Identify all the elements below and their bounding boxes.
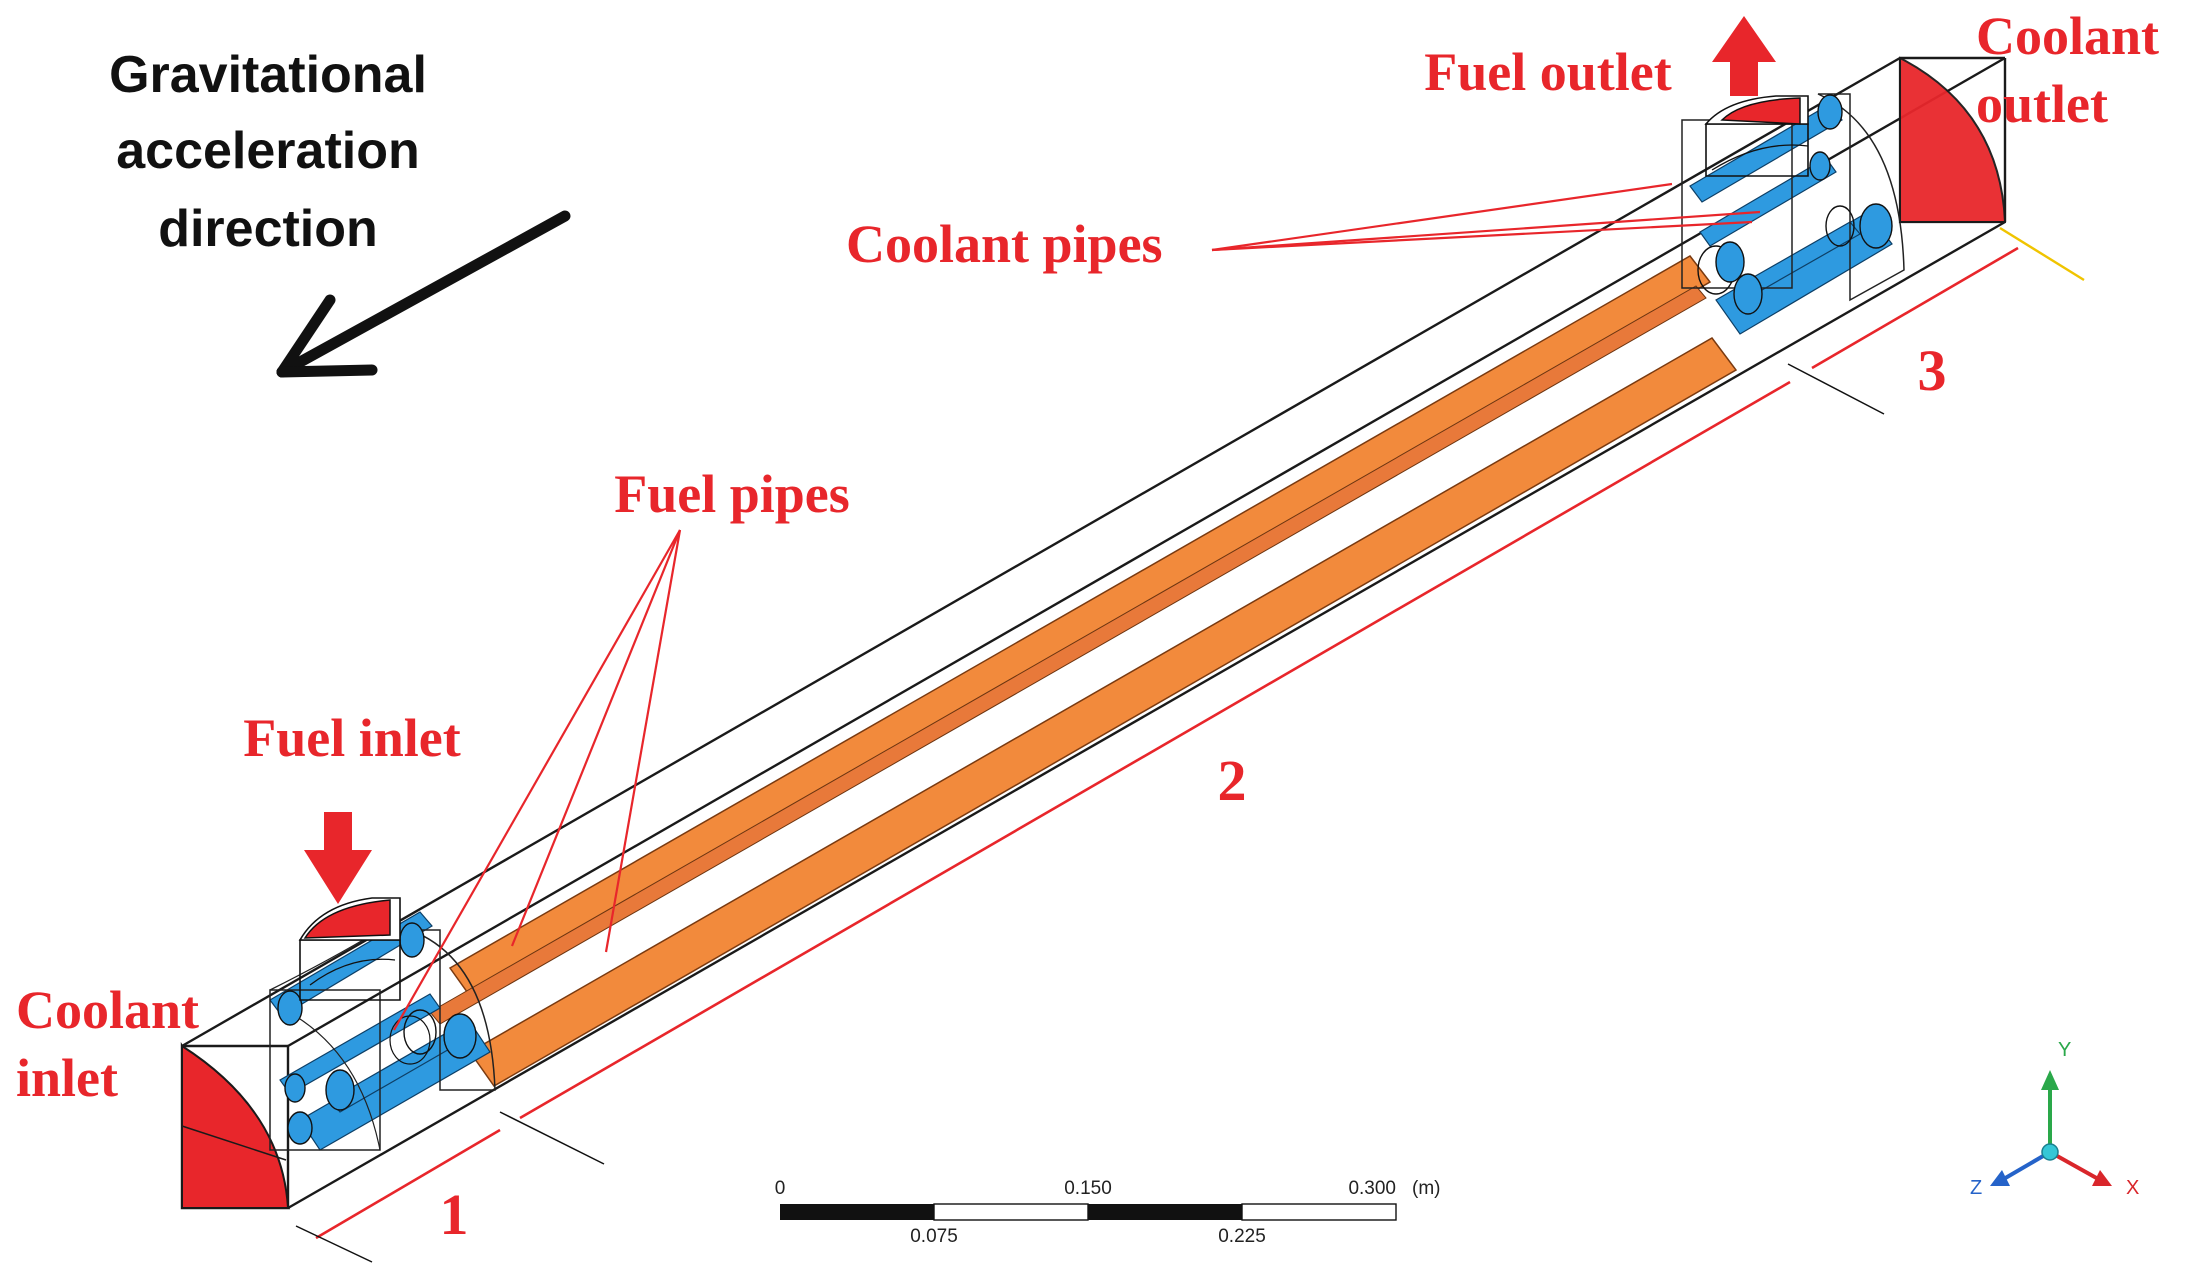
gravity-annotation: Gravitational acceleration direction: [109, 46, 571, 378]
gravity-label-line-1: Gravitational: [109, 46, 427, 104]
section-label-3: 3: [1918, 338, 1947, 403]
axis-x-arrow-icon: [2092, 1170, 2112, 1186]
scale-segment-1: [780, 1204, 934, 1220]
gravity-label-line-2: acceleration: [116, 122, 420, 180]
scale-segment-2: [933, 1203, 1089, 1221]
fuel-outlet-label: Fuel outlet: [1424, 42, 1671, 102]
scale-tick-0150: 0.150: [1064, 1178, 1112, 1199]
fuel-outlet-face: [1720, 97, 1801, 125]
scale-unit: (m): [1412, 1178, 1440, 1199]
fuel-inlet-face: [303, 899, 391, 939]
section-label-1: 1: [440, 1182, 469, 1247]
fuel-pipes: [429, 255, 1738, 1087]
scale-bar: 0 0.150 0.300 (m) 0.075 0.225: [775, 1178, 1441, 1247]
inlet-manifold: [269, 897, 496, 1151]
coolant-inlet-face: [181, 1044, 290, 1209]
axis-x-label: X: [2126, 1177, 2139, 1199]
fuel-pipe-thin: [429, 285, 1707, 1025]
gravity-label-line-3: direction: [158, 200, 378, 258]
coolant-inlet-label-line-1: Coolant: [16, 980, 199, 1040]
fuel-pipes-label: Fuel pipes: [614, 464, 850, 524]
scale-tick-0300: 0.300: [1348, 1178, 1396, 1199]
coolant-pipes-label: Coolant pipes: [846, 214, 1163, 274]
scale-segment-4: [1241, 1203, 1397, 1221]
axis-y-label: Y: [2058, 1039, 2071, 1061]
axis-z-label: Z: [1970, 1177, 1982, 1199]
coolant-inlet-label-line-2: inlet: [16, 1048, 118, 1108]
leader-lines: [393, 182, 1761, 1031]
scale-tick-0225: 0.225: [1218, 1226, 1266, 1247]
fuel-pipe-lower: [468, 337, 1738, 1087]
axis-origin: [2041, 1143, 2059, 1161]
scale-tick-0: 0: [775, 1178, 786, 1199]
coolant-outlet-label-line-2: outlet: [1976, 74, 2108, 134]
scale-segment-3: [1088, 1204, 1242, 1220]
scale-tick-0075: 0.075: [910, 1226, 958, 1247]
fuel-pipe-upper: [448, 255, 1712, 997]
axis-y-arrow-icon: [2041, 1070, 2059, 1090]
fuel-inlet-arrow-icon: [304, 812, 372, 904]
axis-triad: Y X Z: [1970, 1039, 2139, 1199]
gravity-arrow-icon: [276, 210, 571, 378]
section-label-2: 2: [1218, 748, 1247, 813]
fuel-inlet-label: Fuel inlet: [243, 708, 460, 768]
section-dimension-lines: [295, 226, 2085, 1263]
coolant-outlet-label-line-1: Coolant: [1976, 6, 2159, 66]
axis-z-arrow-icon: [1990, 1170, 2010, 1186]
fuel-outlet-arrow-icon: [1712, 16, 1776, 96]
